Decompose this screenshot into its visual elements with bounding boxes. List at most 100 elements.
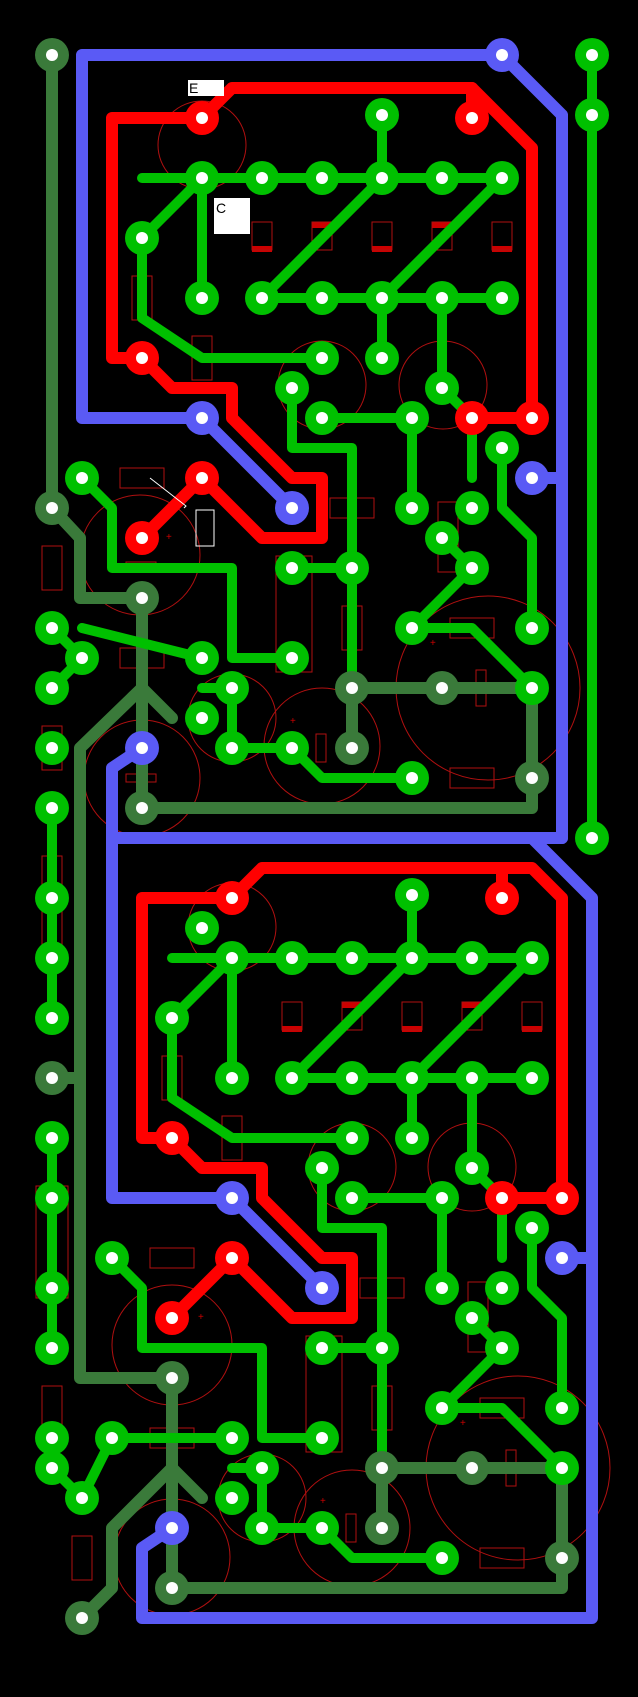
drill-hole xyxy=(466,412,478,424)
drill-hole xyxy=(226,682,238,694)
drill-hole xyxy=(286,1072,298,1084)
drill-hole xyxy=(466,952,478,964)
label-c: C xyxy=(214,198,250,234)
drill-hole xyxy=(526,952,538,964)
drill-hole xyxy=(346,742,358,754)
drill-hole xyxy=(196,112,208,124)
drill-hole xyxy=(586,49,598,61)
drill-hole xyxy=(556,1192,568,1204)
drill-hole xyxy=(526,1222,538,1234)
svg-text:+: + xyxy=(320,1496,326,1507)
drill-hole xyxy=(196,292,208,304)
drill-hole xyxy=(346,1132,358,1144)
label-e: E xyxy=(188,80,224,96)
drill-hole xyxy=(136,532,148,544)
drill-hole xyxy=(46,1432,58,1444)
drill-hole xyxy=(466,1072,478,1084)
drill-hole xyxy=(496,1192,508,1204)
drill-hole xyxy=(316,1282,328,1294)
drill-hole xyxy=(316,1162,328,1174)
drill-hole xyxy=(76,652,88,664)
drill-hole xyxy=(346,1192,358,1204)
drill-hole xyxy=(376,1342,388,1354)
drill-hole xyxy=(436,1282,448,1294)
drill-hole xyxy=(226,1072,238,1084)
drill-hole xyxy=(376,172,388,184)
drill-hole xyxy=(496,49,508,61)
drill-hole xyxy=(466,1162,478,1174)
drill-hole xyxy=(346,952,358,964)
drill-hole xyxy=(316,292,328,304)
drill-hole xyxy=(46,952,58,964)
drill-hole xyxy=(466,502,478,514)
drill-hole xyxy=(46,802,58,814)
drill-hole xyxy=(436,382,448,394)
drill-hole xyxy=(436,682,448,694)
label-e-text: E xyxy=(189,80,198,96)
drill-hole xyxy=(406,1132,418,1144)
drill-hole xyxy=(436,172,448,184)
drill-hole xyxy=(226,742,238,754)
drill-hole xyxy=(256,1462,268,1474)
svg-text:+: + xyxy=(166,532,172,543)
drill-hole xyxy=(46,1342,58,1354)
drill-hole xyxy=(316,412,328,424)
drill-hole xyxy=(466,562,478,574)
drill-hole xyxy=(226,892,238,904)
drill-hole xyxy=(76,1492,88,1504)
drill-hole xyxy=(526,1072,538,1084)
drill-hole xyxy=(226,952,238,964)
drill-hole xyxy=(46,1462,58,1474)
drill-hole xyxy=(166,1132,178,1144)
drill-hole xyxy=(256,172,268,184)
drill-hole xyxy=(166,1522,178,1534)
drill-hole xyxy=(196,172,208,184)
pads-layer xyxy=(35,38,609,1635)
drill-hole xyxy=(136,232,148,244)
drill-hole xyxy=(406,952,418,964)
blue-traces xyxy=(76,49,598,1624)
drill-hole xyxy=(166,1012,178,1024)
svg-text:+: + xyxy=(198,1312,204,1323)
drill-hole xyxy=(316,172,328,184)
drill-hole xyxy=(226,1432,238,1444)
drill-hole xyxy=(316,1522,328,1534)
drill-hole xyxy=(196,412,208,424)
drill-hole xyxy=(526,472,538,484)
drill-hole xyxy=(76,472,88,484)
drill-hole xyxy=(286,562,298,574)
drill-hole xyxy=(46,892,58,904)
drill-hole xyxy=(526,772,538,784)
drill-hole xyxy=(376,1522,388,1534)
drill-hole xyxy=(136,802,148,814)
drill-hole xyxy=(436,532,448,544)
drill-hole xyxy=(376,352,388,364)
drill-hole xyxy=(166,1312,178,1324)
drill-hole xyxy=(496,172,508,184)
drill-hole xyxy=(376,292,388,304)
drill-hole xyxy=(286,502,298,514)
drill-hole xyxy=(256,1522,268,1534)
drill-hole xyxy=(136,742,148,754)
drill-hole xyxy=(496,1282,508,1294)
drill-hole xyxy=(316,352,328,364)
drill-hole xyxy=(496,1342,508,1354)
drill-hole xyxy=(46,1132,58,1144)
drill-hole xyxy=(526,622,538,634)
drill-hole xyxy=(466,1312,478,1324)
drill-hole xyxy=(556,1402,568,1414)
drill-hole xyxy=(436,1192,448,1204)
drill-hole xyxy=(586,832,598,844)
drill-hole xyxy=(406,889,418,901)
svg-text:+: + xyxy=(290,716,296,727)
drill-hole xyxy=(226,1192,238,1204)
drill-hole xyxy=(406,622,418,634)
drill-hole xyxy=(46,682,58,694)
drill-hole xyxy=(196,652,208,664)
highlight-resistor xyxy=(195,509,215,547)
drill-hole xyxy=(526,682,538,694)
drill-hole xyxy=(436,1552,448,1564)
drill-hole xyxy=(46,1282,58,1294)
drill-hole xyxy=(406,502,418,514)
